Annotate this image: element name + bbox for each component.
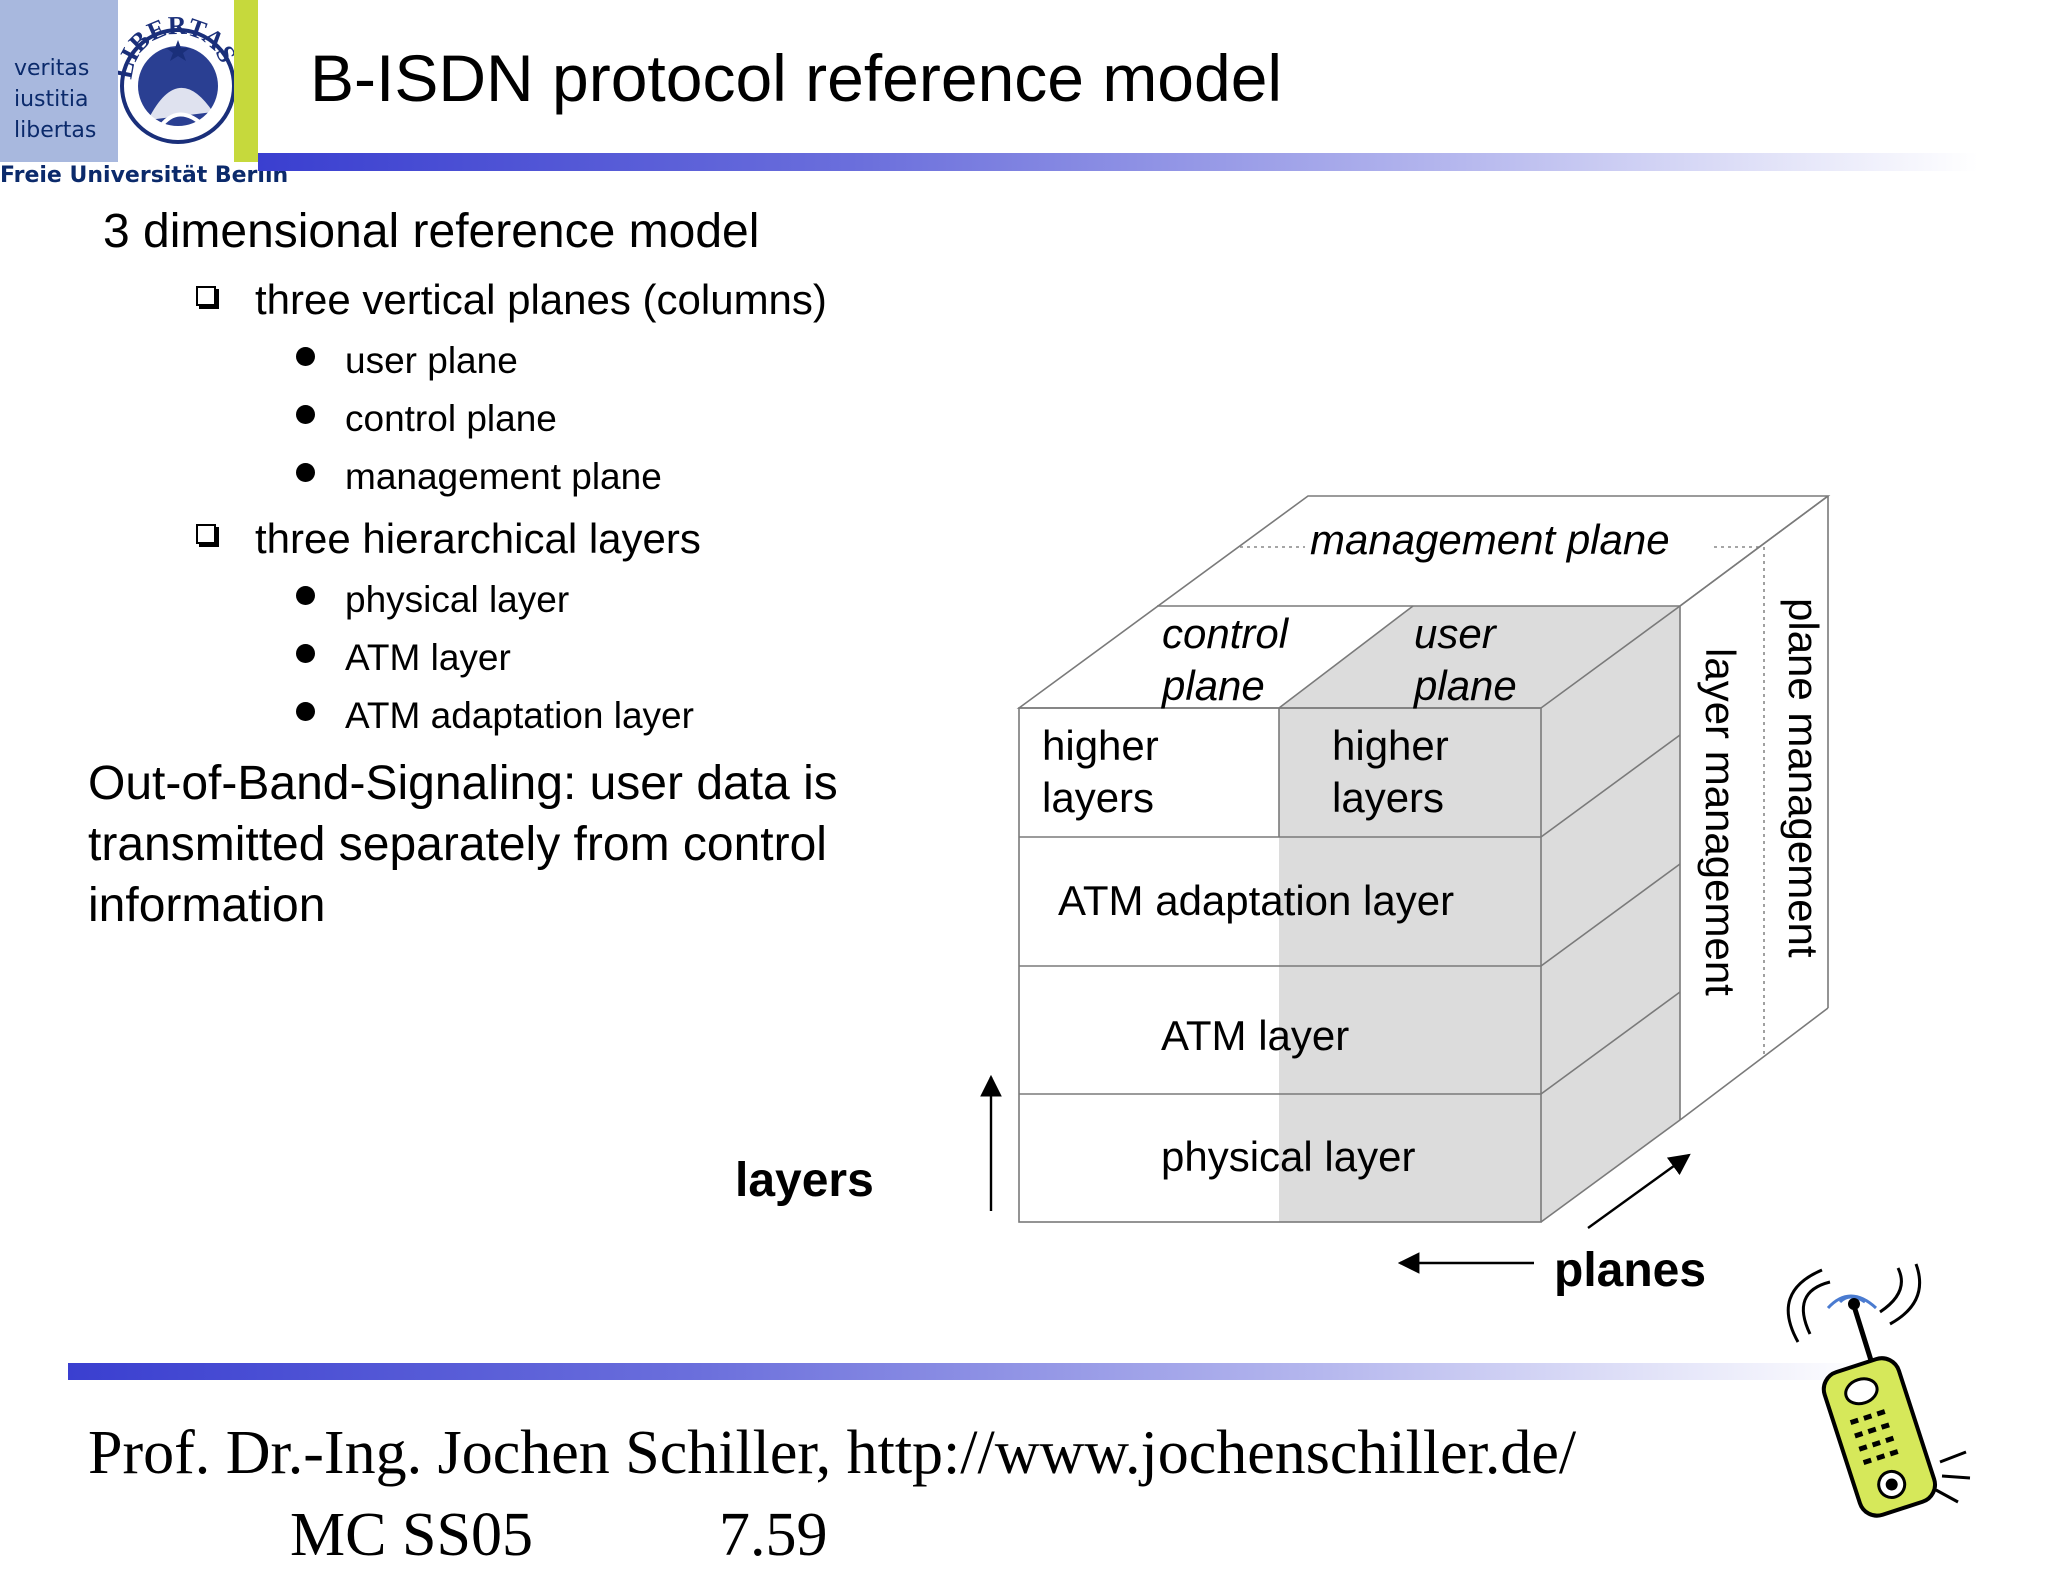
header-divider bbox=[258, 153, 1978, 171]
round-bullet-icon bbox=[296, 644, 315, 663]
side-layer-edge bbox=[1540, 863, 1681, 967]
outer-edge bbox=[1679, 495, 1829, 607]
round-bullet-icon bbox=[296, 347, 315, 366]
logo-green-bar bbox=[232, 0, 258, 162]
page-title: B-ISDN protocol reference model bbox=[310, 41, 1283, 115]
cube-front-face bbox=[1018, 707, 1542, 1223]
note-line: information bbox=[88, 879, 326, 932]
square-bullet-icon bbox=[196, 286, 216, 306]
label-control-plane: control plane bbox=[1162, 608, 1288, 712]
list-item: user plane bbox=[345, 340, 518, 381]
label-aal: ATM adaptation layer bbox=[1058, 877, 1455, 924]
note-line: transmitted separately from control bbox=[88, 818, 827, 871]
side-edge bbox=[1540, 1119, 1681, 1223]
university-name: Freie Universität Berlin bbox=[0, 163, 289, 188]
user-plane-side-shade bbox=[1541, 606, 1680, 1222]
label-user-plane: user plane bbox=[1414, 608, 1517, 712]
logo-blue-panel bbox=[0, 0, 124, 162]
note-line: Out-of-Band-Signaling: user data is bbox=[88, 757, 838, 810]
list-item: management plane bbox=[345, 456, 662, 497]
label-physical-layer: physical layer bbox=[1161, 1133, 1416, 1180]
label-higher-line-2: layers bbox=[1042, 774, 1155, 821]
label-higher-line-2: layers bbox=[1332, 774, 1445, 821]
label-control-plane-line-2: plane bbox=[1162, 662, 1265, 709]
mobile-phone-icon bbox=[1786, 1263, 1971, 1518]
reference-model-cube bbox=[980, 495, 1831, 1274]
heading-3d-model: 3 dimensional reference model bbox=[103, 205, 760, 258]
label-layer-management: layer management bbox=[1697, 648, 1744, 996]
user-plane-top-shade bbox=[1279, 606, 1680, 708]
label-higher-layers-control: higher layers bbox=[1042, 720, 1159, 824]
label-higher-line-1: higher bbox=[1042, 722, 1159, 769]
label-higher-layers-user: higher layers bbox=[1332, 720, 1449, 824]
label-user-plane-line-2: plane bbox=[1414, 662, 1517, 709]
list-item: control plane bbox=[345, 398, 557, 439]
list-item: ATM adaptation layer bbox=[345, 695, 694, 736]
control-user-divider-top bbox=[1278, 605, 1414, 709]
round-bullet-icon bbox=[296, 702, 315, 721]
depth-axis-arrow-icon bbox=[1587, 1153, 1691, 1229]
label-user-plane-line-1: user bbox=[1414, 610, 1496, 657]
list-item: ATM layer bbox=[345, 637, 511, 678]
motto-line-3: libertas bbox=[14, 118, 97, 143]
list-item: physical layer bbox=[345, 579, 570, 620]
side-layer-edge bbox=[1540, 991, 1681, 1095]
round-bullet-icon bbox=[296, 586, 315, 605]
group-label-layers: three hierarchical layers bbox=[255, 515, 701, 562]
motto-line-2: iustitia bbox=[14, 87, 89, 112]
outer-edge bbox=[1679, 1007, 1829, 1121]
footer-divider bbox=[68, 1363, 1868, 1380]
university-logo: veritas iustitia libertas LIBERTAS Freie… bbox=[0, 0, 288, 188]
round-bullet-icon bbox=[296, 463, 315, 482]
side-layer-edge bbox=[1540, 734, 1681, 838]
footer-author-url: Prof. Dr.-Ing. Jochen Schiller, http://w… bbox=[88, 1419, 1577, 1487]
label-higher-line-1: higher bbox=[1332, 722, 1449, 769]
round-bullet-icon bbox=[296, 405, 315, 424]
label-control-plane-line-1: control bbox=[1162, 610, 1289, 657]
seal-icon: LIBERTAS bbox=[118, 0, 234, 162]
axis-label-planes: planes bbox=[1554, 1244, 1707, 1297]
square-bullet-icon bbox=[196, 524, 216, 544]
axis-label-layers: layers bbox=[735, 1154, 874, 1207]
label-atm-layer: ATM layer bbox=[1161, 1012, 1350, 1059]
group-label-planes: three vertical planes (columns) bbox=[255, 276, 827, 323]
out-of-band-note: Out-of-Band-Signaling: user data is tran… bbox=[88, 753, 968, 936]
label-management-plane: management plane bbox=[1310, 516, 1670, 563]
label-plane-management: plane management bbox=[1780, 598, 1827, 958]
motto-line-1: veritas bbox=[14, 56, 90, 81]
